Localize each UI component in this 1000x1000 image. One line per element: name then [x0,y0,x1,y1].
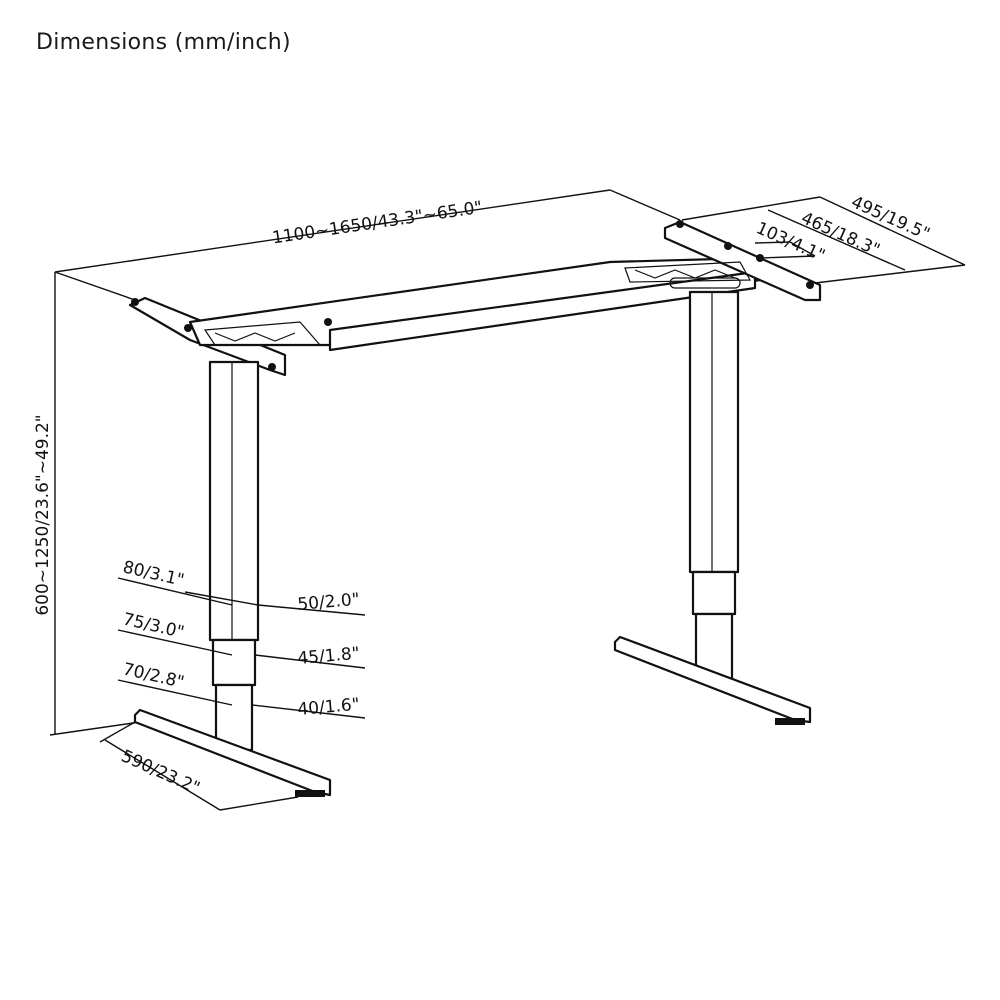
height-dimension: 600~1250/23.6"~49.2" [33,272,141,736]
leg-middle-inner-label: 45/1.8" [297,644,361,669]
left-leg [133,360,332,797]
width-label: 1100~1650/43.3"~65.0" [271,198,484,249]
leg-upper-inner-label: 50/2.0" [297,590,361,615]
height-label: 600~1250/23.6"~49.2" [33,414,53,615]
right-leg [613,290,812,725]
foot-length-label: 590/23.2" [118,746,203,798]
top-frame [128,220,822,377]
diagram-title: Dimensions (mm/inch) [36,30,291,55]
